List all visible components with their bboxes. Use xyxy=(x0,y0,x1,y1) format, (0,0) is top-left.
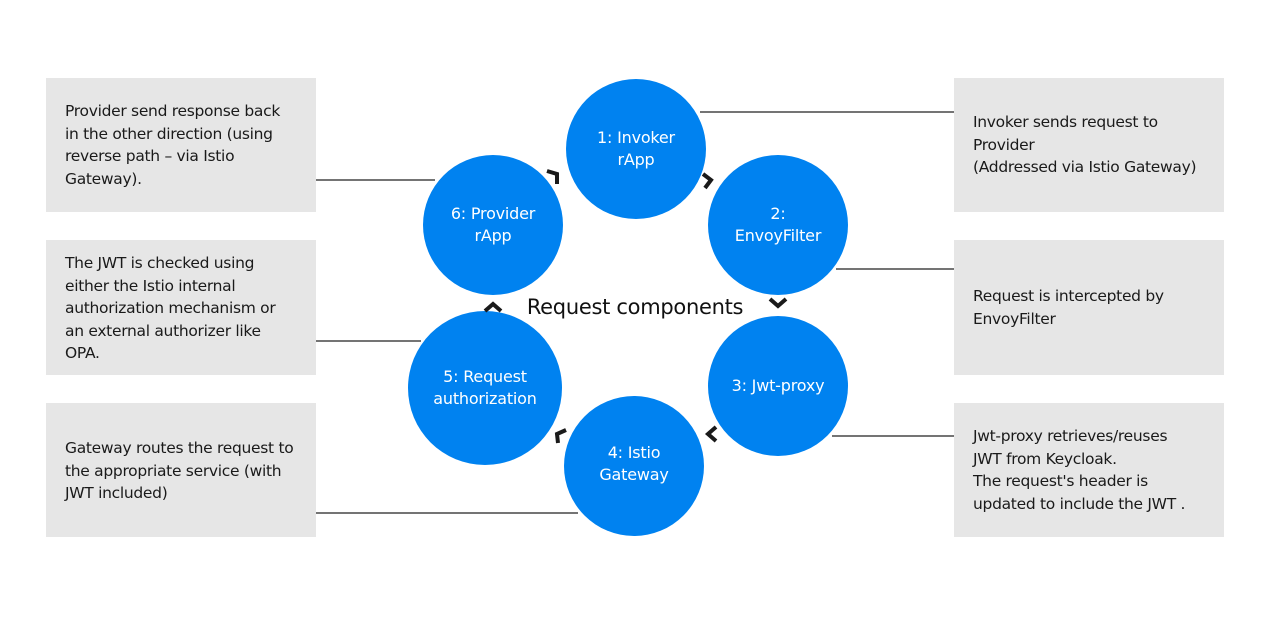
chevron-up-icon xyxy=(483,301,503,313)
step-label-5: 5: Request authorization xyxy=(433,367,537,408)
note-box-right-3: Jwt-proxy retrieves/reuses JWT from Keyc… xyxy=(954,403,1224,537)
step-circle-4 xyxy=(564,396,704,536)
note-text: Jwt-proxy retrieves/reuses JWT from Keyc… xyxy=(973,427,1186,513)
step-circle-3 xyxy=(708,316,848,456)
step-label-2: 2: EnvoyFilter xyxy=(734,204,822,245)
step-label-4: 4: Istio Gateway xyxy=(599,443,669,484)
note-text: Request is intercepted by EnvoyFilter xyxy=(973,287,1164,328)
center-label: Request components xyxy=(526,295,744,319)
chevron-icon xyxy=(554,428,567,444)
step-label-6: 6: Provider rApp xyxy=(450,204,536,245)
note-box-left-1: Provider send response back in the other… xyxy=(46,78,316,212)
chevron-down-icon xyxy=(768,297,788,309)
note-text: Invoker sends request to Provider (Addre… xyxy=(973,113,1197,176)
step-circles xyxy=(408,79,848,536)
step-circle-5 xyxy=(408,311,562,465)
flow-arrows xyxy=(483,169,788,444)
step-label-1: 1: Invoker rApp xyxy=(597,128,675,169)
chevron-icon xyxy=(704,425,718,443)
step-circle-2 xyxy=(708,155,848,295)
step-circle-1 xyxy=(566,79,706,219)
note-box-left-3: Gateway routes the request to the approp… xyxy=(46,403,316,537)
step-label-3: 3: Jwt-proxy xyxy=(731,376,825,395)
connector-lines xyxy=(316,111,954,514)
note-box-right-2: Request is intercepted by EnvoyFilter xyxy=(954,240,1224,375)
note-text: Gateway routes the request to the approp… xyxy=(65,439,294,502)
note-box-left-2: The JWT is checked using either the Isti… xyxy=(46,240,316,375)
step-circle-6 xyxy=(423,155,563,295)
chevron-icon xyxy=(546,169,559,184)
note-text: Provider send response back in the other… xyxy=(65,102,281,188)
chevron-icon xyxy=(701,172,714,190)
note-text: The JWT is checked using either the Isti… xyxy=(65,254,276,362)
note-box-right-1: Invoker sends request to Provider (Addre… xyxy=(954,78,1224,212)
